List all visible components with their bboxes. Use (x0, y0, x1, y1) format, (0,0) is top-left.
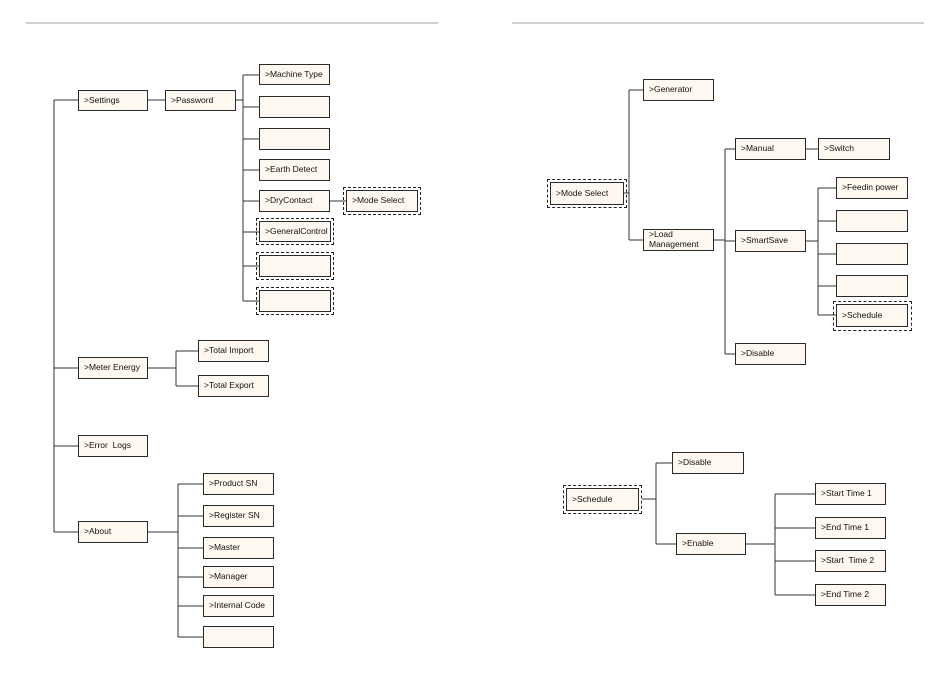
page-rule-right (512, 22, 924, 24)
node-earth-detect: >Earth Detect (259, 159, 330, 181)
highlight-schedule-top (833, 301, 912, 331)
node-schedule-top: >Schedule (836, 304, 908, 327)
node-start-time-1: >Start Time 1 (815, 483, 886, 505)
node-mode-select-right: >Mode Select (550, 182, 624, 205)
highlight-mode-select-left (343, 187, 421, 215)
node-about: >About (78, 521, 148, 543)
node-end-time-1: >End Time 1 (815, 517, 886, 539)
node-password: >Password (165, 90, 236, 111)
node-disable-bottom: >Disable (672, 452, 744, 474)
node-smartsave: >SmartSave (735, 230, 806, 252)
node-switch: >Switch (818, 138, 890, 160)
node-master: >Master (203, 537, 274, 559)
node-password-blank-3 (259, 255, 331, 277)
node-mode-select-left: >Mode Select (346, 190, 418, 212)
node-smartsave-blank-1 (836, 210, 908, 232)
node-internal-code: >Internal Code (203, 595, 274, 617)
node-password-blank-2 (259, 128, 330, 150)
node-about-blank (203, 626, 274, 648)
node-manager: >Manager (203, 566, 274, 588)
node-schedule-bottom: >Schedule (566, 488, 639, 511)
node-meter-energy: >Meter Energy (78, 357, 148, 379)
node-product-sn: >Product SN (203, 473, 274, 495)
node-password-blank-1 (259, 96, 330, 118)
node-drycontact: >DryContact (259, 190, 330, 212)
node-total-export: >Total Export (198, 375, 269, 397)
node-start-time-2: >Start Time 2 (815, 550, 886, 572)
node-total-import: >Total Import (198, 340, 269, 362)
highlight-generalcontrol (256, 218, 334, 245)
node-enable: >Enable (676, 533, 746, 555)
node-disable-top: >Disable (735, 343, 806, 365)
highlight-mode-select-right (547, 179, 627, 208)
node-register-sn: >Register SN (203, 505, 274, 527)
node-manual: >Manual (735, 138, 806, 160)
highlight-schedule-bottom (563, 485, 642, 514)
node-machine-type: >Machine Type (259, 64, 330, 85)
node-settings: >Settings (78, 90, 148, 111)
node-end-time-2: >End Time 2 (815, 584, 886, 606)
node-password-blank-4 (259, 290, 331, 312)
highlight-password-blank-4 (256, 287, 334, 315)
node-smartsave-blank-3 (836, 275, 908, 297)
node-generalcontrol: >GeneralControl (259, 221, 331, 242)
node-generator: >Generator (643, 79, 714, 101)
highlight-password-blank-3 (256, 252, 334, 280)
node-smartsave-blank-2 (836, 243, 908, 265)
page-rule-left (26, 22, 438, 24)
node-load-management: >Load Management (643, 229, 714, 251)
node-error-logs: >Error Logs (78, 435, 148, 457)
node-feedin-power: >Feedin power (836, 177, 908, 199)
